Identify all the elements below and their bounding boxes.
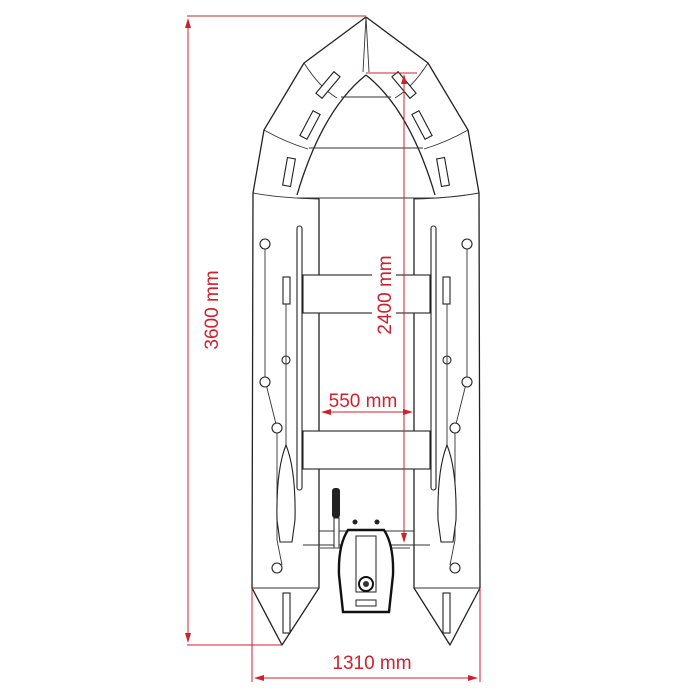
inner-length-label: 2400 mm: [375, 255, 396, 334]
left-stern-handle: [282, 592, 291, 634]
right-stern-handle: [442, 592, 451, 634]
lifelines: [259, 238, 473, 574]
bow-handles: [281, 70, 451, 188]
inner-length-dimension: 2400 mm: [366, 72, 417, 543]
overall-width-label: 1310 mm: [332, 653, 411, 674]
front-seat: [302, 274, 431, 314]
overall-width-dimension: 1310 mm: [251, 588, 481, 682]
overall-length-label: 3600 mm: [202, 270, 223, 349]
inner-width-dimension: 550 mm: [321, 391, 413, 415]
outboard-motor: [320, 488, 410, 614]
left-oar: [276, 225, 303, 543]
right-oar: [430, 225, 457, 543]
inner-width-label: 550 mm: [329, 391, 398, 412]
rear-seat: [302, 430, 431, 470]
overall-length-dimension: 3600 mm: [185, 15, 366, 646]
